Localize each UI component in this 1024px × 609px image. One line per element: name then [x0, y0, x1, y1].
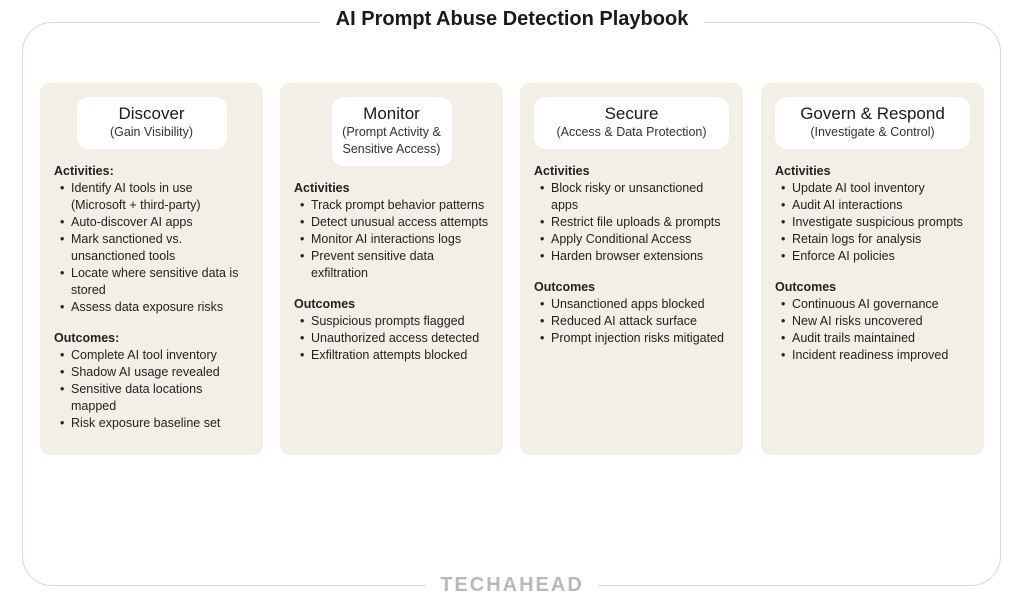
list-item: Restrict file uploads & prompts: [534, 214, 729, 231]
phase-card-monitor: Monitor (Prompt Activity & Sensitive Acce…: [280, 83, 503, 455]
activities-label: Activities:: [54, 164, 114, 178]
phase-card-secure: Secure (Access & Data Protection) Activiti…: [520, 83, 743, 455]
list-item: Unsanctioned apps blocked: [534, 296, 729, 313]
card-title: Discover: [118, 104, 185, 123]
list-item: Mark sanctioned vs. unsanctioned tools: [54, 231, 249, 265]
page-title: AI Prompt Abuse Detection Playbook: [319, 8, 705, 30]
list-item: Apply Conditional Access: [534, 231, 729, 248]
card-subtitle: (Gain Visibility): [109, 125, 194, 139]
list-item: Audit AI interactions: [775, 197, 970, 214]
outcomes-label: Outcomes: [775, 280, 837, 294]
phase-card-govern-respond: Govern & Respond (Investigate & Control) A…: [761, 83, 984, 455]
list-item: Risk exposure baseline set: [54, 415, 249, 432]
activities-label: Activities: [775, 164, 831, 178]
card-title: Govern & Respond: [800, 104, 945, 123]
card-header: Discover (Gain Visibility): [76, 97, 227, 149]
brand-logo: TECHAHEAD: [0, 574, 1024, 597]
activities-list: Identify AI tools in use (Microsoft + th…: [54, 180, 249, 316]
list-item: Locate where sensitive data is stored: [54, 265, 249, 299]
card-header: Govern & Respond (Investigate & Control): [775, 97, 970, 149]
list-item: Prompt injection risks mitigated: [534, 330, 729, 347]
list-item: Incident readiness improved: [775, 347, 970, 364]
list-item: Complete AI tool inventory: [54, 347, 249, 364]
outcomes-label: Outcomes:: [54, 331, 120, 345]
outcomes-label: Outcomes: [534, 280, 596, 294]
list-item: Identify AI tools in use (Microsoft + th…: [54, 180, 249, 214]
list-item: Reduced AI attack surface: [534, 313, 729, 330]
list-item: Assess data exposure risks: [54, 299, 249, 316]
list-item: Monitor AI interactions logs: [294, 231, 489, 248]
list-item: New AI risks uncovered: [775, 313, 970, 330]
outcomes-label: Outcomes: [294, 297, 356, 311]
list-item: Block risky or unsanctioned apps: [534, 180, 729, 214]
list-item: Enforce AI policies: [775, 248, 970, 265]
phase-card-discover: Discover (Gain Visibility) Activities: Iden…: [40, 83, 263, 455]
outcomes-list: Continuous AI governanceNew AI risks unc…: [775, 296, 970, 364]
card-subtitle: (Access & Data Protection): [556, 125, 707, 139]
page-title-wrap: AI Prompt Abuse Detection Playbook: [0, 8, 1024, 31]
outcomes-list: Complete AI tool inventoryShadow AI usag…: [54, 347, 249, 432]
activities-list: Track prompt behavior patternsDetect unu…: [294, 197, 489, 282]
card-header: Secure (Access & Data Protection): [534, 97, 729, 149]
list-item: Suspicious prompts flagged: [294, 313, 489, 330]
list-item: Prevent sensitive data exfiltration: [294, 248, 489, 282]
list-item: Audit trails maintained: [775, 330, 970, 347]
card-title: Monitor: [363, 104, 420, 123]
card-subtitle: (Prompt Activity & Sensitive Access): [342, 125, 441, 156]
list-item: Update AI tool inventory: [775, 180, 970, 197]
card-header: Monitor (Prompt Activity & Sensitive Acce…: [331, 97, 452, 166]
list-item: Sensitive data locations mapped: [54, 381, 249, 415]
list-item: Harden browser extensions: [534, 248, 729, 265]
list-item: Investigate suspicious prompts: [775, 214, 970, 231]
outcomes-list: Unsanctioned apps blockedReduced AI atta…: [534, 296, 729, 347]
list-item: Shadow AI usage revealed: [54, 364, 249, 381]
list-item: Retain logs for analysis: [775, 231, 970, 248]
activities-label: Activities: [294, 181, 350, 195]
list-item: Auto-discover AI apps: [54, 214, 249, 231]
activities-label: Activities: [534, 164, 590, 178]
list-item: Unauthorized access detected: [294, 330, 489, 347]
list-item: Detect unusual access attempts: [294, 214, 489, 231]
card-title: Secure: [604, 104, 659, 123]
brand-text: TECHAHEAD: [426, 574, 598, 596]
activities-list: Block risky or unsanctioned appsRestrict…: [534, 180, 729, 265]
list-item: Continuous AI governance: [775, 296, 970, 313]
list-item: Track prompt behavior patterns: [294, 197, 489, 214]
outcomes-list: Suspicious prompts flaggedUnauthorized a…: [294, 313, 489, 364]
list-item: Exfiltration attempts blocked: [294, 347, 489, 364]
card-subtitle: (Investigate & Control): [810, 125, 935, 139]
activities-list: Update AI tool inventoryAudit AI interac…: [775, 180, 970, 265]
